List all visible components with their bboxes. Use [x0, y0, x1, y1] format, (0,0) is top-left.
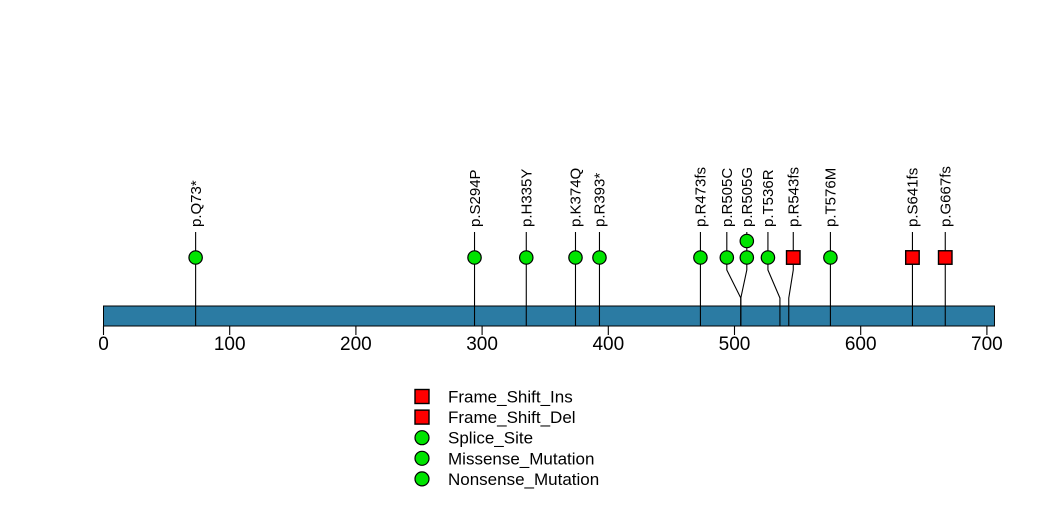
mutation-label-p.R505G: p.R505G — [739, 167, 756, 227]
mutation-label-p.K374Q: p.K374Q — [568, 168, 585, 227]
mutation-label-p.T576M: p.T576M — [823, 168, 840, 227]
legend-marker-square — [414, 388, 430, 405]
mutation-label-p.R543fs: p.R543fs — [786, 167, 803, 227]
mutation-label-p.R505C: p.R505C — [719, 168, 736, 227]
legend-label: Nonsense_Mutation — [448, 470, 599, 489]
mutation-label-p.Q73*: p.Q73* — [188, 180, 205, 227]
mutation-label-p.G667fs: p.G667fs — [938, 166, 955, 227]
legend-item-Nonsense_Mutation: Nonsense_Mutation — [414, 470, 599, 489]
mutation-marker-p.R505C — [719, 250, 735, 265]
axis-tick-label: 700 — [971, 334, 1003, 355]
legend-label: Frame_Shift_Del — [448, 408, 576, 427]
legend-label: Missense_Mutation — [448, 449, 594, 468]
axis-tick-label: 600 — [845, 334, 877, 355]
mutation-marker-p.T576M — [823, 250, 838, 265]
mutation-marker-p.R505G — [739, 233, 755, 249]
legend: Frame_Shift_InsFrame_Shift_DelSplice_Sit… — [414, 388, 599, 489]
axis-tick-label: 400 — [592, 334, 624, 355]
mutation-marker-p.S641fs — [904, 250, 920, 265]
mutation-marker-p.S294P — [467, 250, 482, 265]
axis-tick-label: 0 — [98, 334, 109, 355]
axis-tick-label: 300 — [466, 334, 498, 355]
mutation-marker-p.R393* — [592, 250, 607, 265]
mutation-marker-p.G667fs — [937, 250, 953, 265]
legend-item-Splice_Site: Splice_Site — [414, 429, 533, 448]
mutation-label-p.R473fs: p.R473fs — [693, 167, 710, 227]
legend-marker-circle — [414, 471, 430, 487]
legend-label: Splice_Site — [448, 429, 533, 448]
mutation-label-p.R393*: p.R393* — [592, 173, 609, 227]
mutation-marker-p.T536R — [760, 250, 776, 265]
mutation-label-p.T536R: p.T536R — [760, 169, 777, 227]
legend-marker-circle — [414, 450, 430, 466]
legend-label: Frame_Shift_Ins — [448, 388, 573, 407]
mutation-marker-p.Q73* — [188, 250, 203, 265]
mutation-marker-p.R505G — [739, 250, 755, 265]
axis-tick-label: 500 — [719, 334, 751, 355]
mutation-marker-p.R473fs — [693, 250, 708, 265]
legend-item-Missense_Mutation: Missense_Mutation — [414, 449, 594, 468]
mutation-marker-p.H335Y — [518, 250, 534, 265]
axis-tick-label: 100 — [214, 334, 246, 355]
legend-item-Frame_Shift_Ins: Frame_Shift_Ins — [414, 388, 573, 407]
mutation-label-p.S641fs: p.S641fs — [905, 168, 922, 227]
mutation-label-p.H335Y: p.H335Y — [519, 169, 536, 227]
legend-marker-square — [414, 409, 430, 425]
legend-item-Frame_Shift_Del: Frame_Shift_Del — [414, 408, 576, 427]
axis-tick-label: 200 — [340, 334, 372, 355]
protein-backbone-bar — [103, 305, 995, 327]
mutation-label-p.S294P: p.S294P — [467, 169, 484, 227]
legend-marker-circle — [414, 430, 430, 446]
mutation-marker-p.K374Q — [568, 250, 583, 265]
mutation-marker-p.R543fs — [785, 250, 801, 265]
